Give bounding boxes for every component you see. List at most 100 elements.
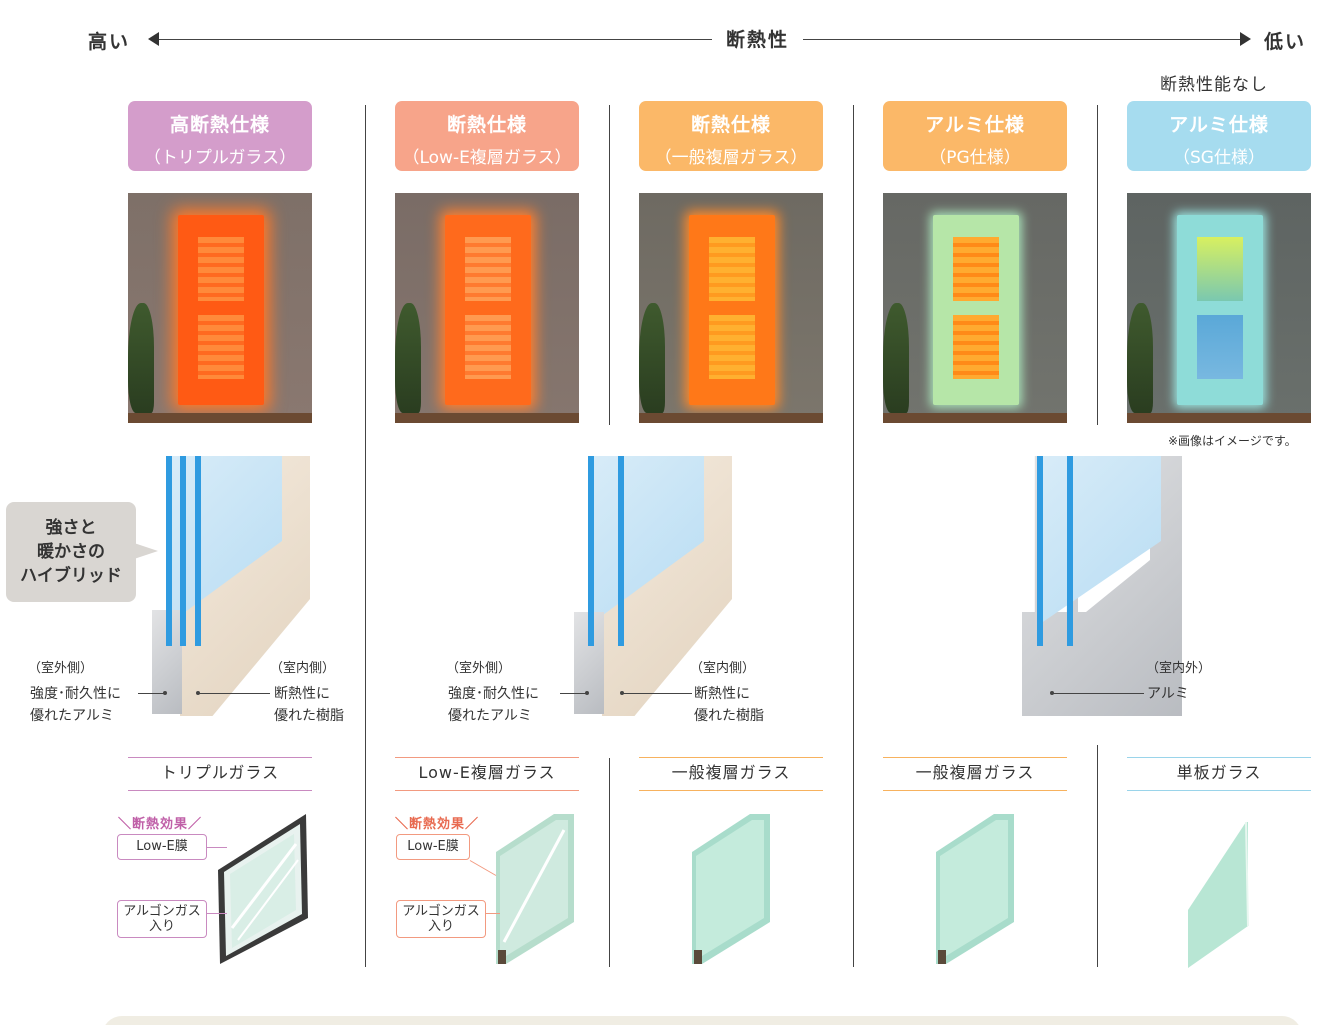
divider-4b: [1097, 745, 1098, 967]
door-pane: [465, 315, 511, 379]
heading-title: 断熱仕様: [690, 114, 771, 136]
heading-alu-sg: アルミ仕様 （SG仕様）: [1127, 101, 1311, 171]
heading-title: アルミ仕様: [925, 114, 1025, 136]
scale-low-label: 低い: [1260, 27, 1307, 54]
door: [1177, 215, 1263, 405]
heading-lowe: 断熱仕様 （Low-E複層ガラス）: [395, 101, 579, 171]
rule: [883, 790, 1067, 791]
plant: [639, 303, 665, 413]
bottom-banner: [102, 1016, 1302, 1025]
glass-pane-line: [618, 456, 624, 646]
heading-subtitle: （SG仕様）: [1173, 148, 1265, 168]
glass-type-label: 一般複層ガラス: [671, 763, 791, 782]
argon-tag: アルゴンガス 入り: [396, 900, 486, 938]
insulation-effect-label: ＼断熱効果／: [118, 817, 203, 832]
outside-label: （室外側）: [446, 661, 512, 676]
floor: [1127, 413, 1311, 423]
tag-text: アルゴンガス: [402, 904, 480, 919]
glass-type-general: 一般複層ガラス: [639, 757, 823, 791]
leader-dot: [585, 691, 589, 695]
leader-line: [622, 693, 692, 694]
inside-label: （室内側）: [690, 661, 756, 676]
plant: [128, 303, 154, 413]
door: [933, 215, 1019, 405]
tag-text: アルゴンガス: [123, 904, 201, 919]
door-pane: [1197, 237, 1243, 301]
lowe-film-tag: Low-E膜: [396, 834, 470, 860]
thermal-image-alu-pg: [883, 193, 1067, 423]
scale-high-label: 高い: [88, 27, 141, 54]
heading-subtitle: （トリプルガラス）: [143, 148, 297, 168]
glass-pane-line: [588, 456, 594, 646]
alu-strength-label-2: 優れたアルミ: [448, 708, 532, 724]
argon-tag: アルゴンガス 入り: [117, 900, 207, 938]
bubble-line: ハイブリッド: [20, 566, 122, 586]
door-pane: [1197, 315, 1243, 379]
image-note: ※画像はイメージです。: [1168, 434, 1297, 448]
thermal-image-triple: [128, 193, 312, 423]
alu-label: アルミ: [1147, 686, 1189, 702]
resin-label-1: 断熱性に: [274, 686, 330, 702]
glass-pane-line: [195, 456, 201, 646]
door: [445, 215, 531, 405]
resin-label-2: 優れた樹脂: [274, 708, 344, 724]
floor: [883, 413, 1067, 423]
single-glass-illustration: [1188, 821, 1249, 968]
rule: [1127, 757, 1311, 758]
alu-double-glass-illustration: [936, 814, 1014, 964]
leader-line: [486, 913, 500, 914]
glass-type-label: Low-E複層ガラス: [418, 763, 556, 782]
door-pane: [709, 315, 755, 379]
rule: [128, 757, 312, 758]
resin-label-1: 断熱性に: [694, 686, 750, 702]
glass-pane-line: [1037, 456, 1043, 646]
thermal-image-general: [639, 193, 823, 423]
plant: [1127, 303, 1153, 413]
glass-type-label: トリプルガラス: [160, 763, 280, 782]
tag-text: Low-E膜: [407, 839, 459, 854]
glass-type-label: 単板ガラス: [1176, 763, 1262, 782]
insulation-effect-label: ＼断熱効果／: [395, 817, 480, 832]
rule: [395, 790, 579, 791]
heading-title: 断熱仕様: [446, 114, 527, 136]
glass-type-lowe: Low-E複層ガラス: [395, 757, 579, 791]
floor: [639, 413, 823, 423]
leader-dot: [1050, 691, 1054, 695]
rule: [1127, 790, 1311, 791]
leader-dot: [196, 691, 200, 695]
floor: [128, 413, 312, 423]
glass-type-alu-pg: 一般複層ガラス: [883, 757, 1067, 791]
alu-strength-label-2: 優れたアルミ: [30, 708, 114, 724]
bubble-line: 強さと: [45, 518, 97, 538]
glass-pane-line: [166, 456, 172, 646]
heading-subtitle: （Low-E複層ガラス）: [402, 148, 572, 168]
rule: [883, 757, 1067, 758]
plant: [395, 303, 421, 413]
rule: [128, 790, 312, 791]
rule: [395, 757, 579, 758]
alu-strength-label-1: 強度･耐久性に: [448, 686, 539, 702]
lowe-film-tag: Low-E膜: [117, 834, 207, 860]
no-performance-label: 断熱性能なし: [1160, 75, 1268, 95]
lowe-glass-illustration: [496, 814, 574, 964]
divider-2b: [609, 758, 610, 967]
door-pane: [953, 315, 999, 379]
leader-dot: [620, 691, 624, 695]
door-pane: [709, 237, 755, 301]
heading-title: アルミ仕様: [1169, 114, 1269, 136]
arrow-left-icon: [148, 32, 159, 46]
leader-line: [138, 693, 164, 694]
leader-line: [207, 913, 227, 914]
leader-dot: [163, 691, 167, 695]
heading-subtitle: （PG仕様）: [929, 148, 1021, 168]
plant: [883, 303, 909, 413]
leader-line: [207, 847, 227, 848]
divider-1: [365, 105, 366, 967]
heading-triple: 高断熱仕様 （トリプルガラス）: [128, 101, 312, 171]
door: [178, 215, 264, 405]
door: [689, 215, 775, 405]
floor: [395, 413, 579, 423]
door-pane: [198, 237, 244, 301]
leader-line: [560, 693, 586, 694]
thermal-image-lowe: [395, 193, 579, 423]
